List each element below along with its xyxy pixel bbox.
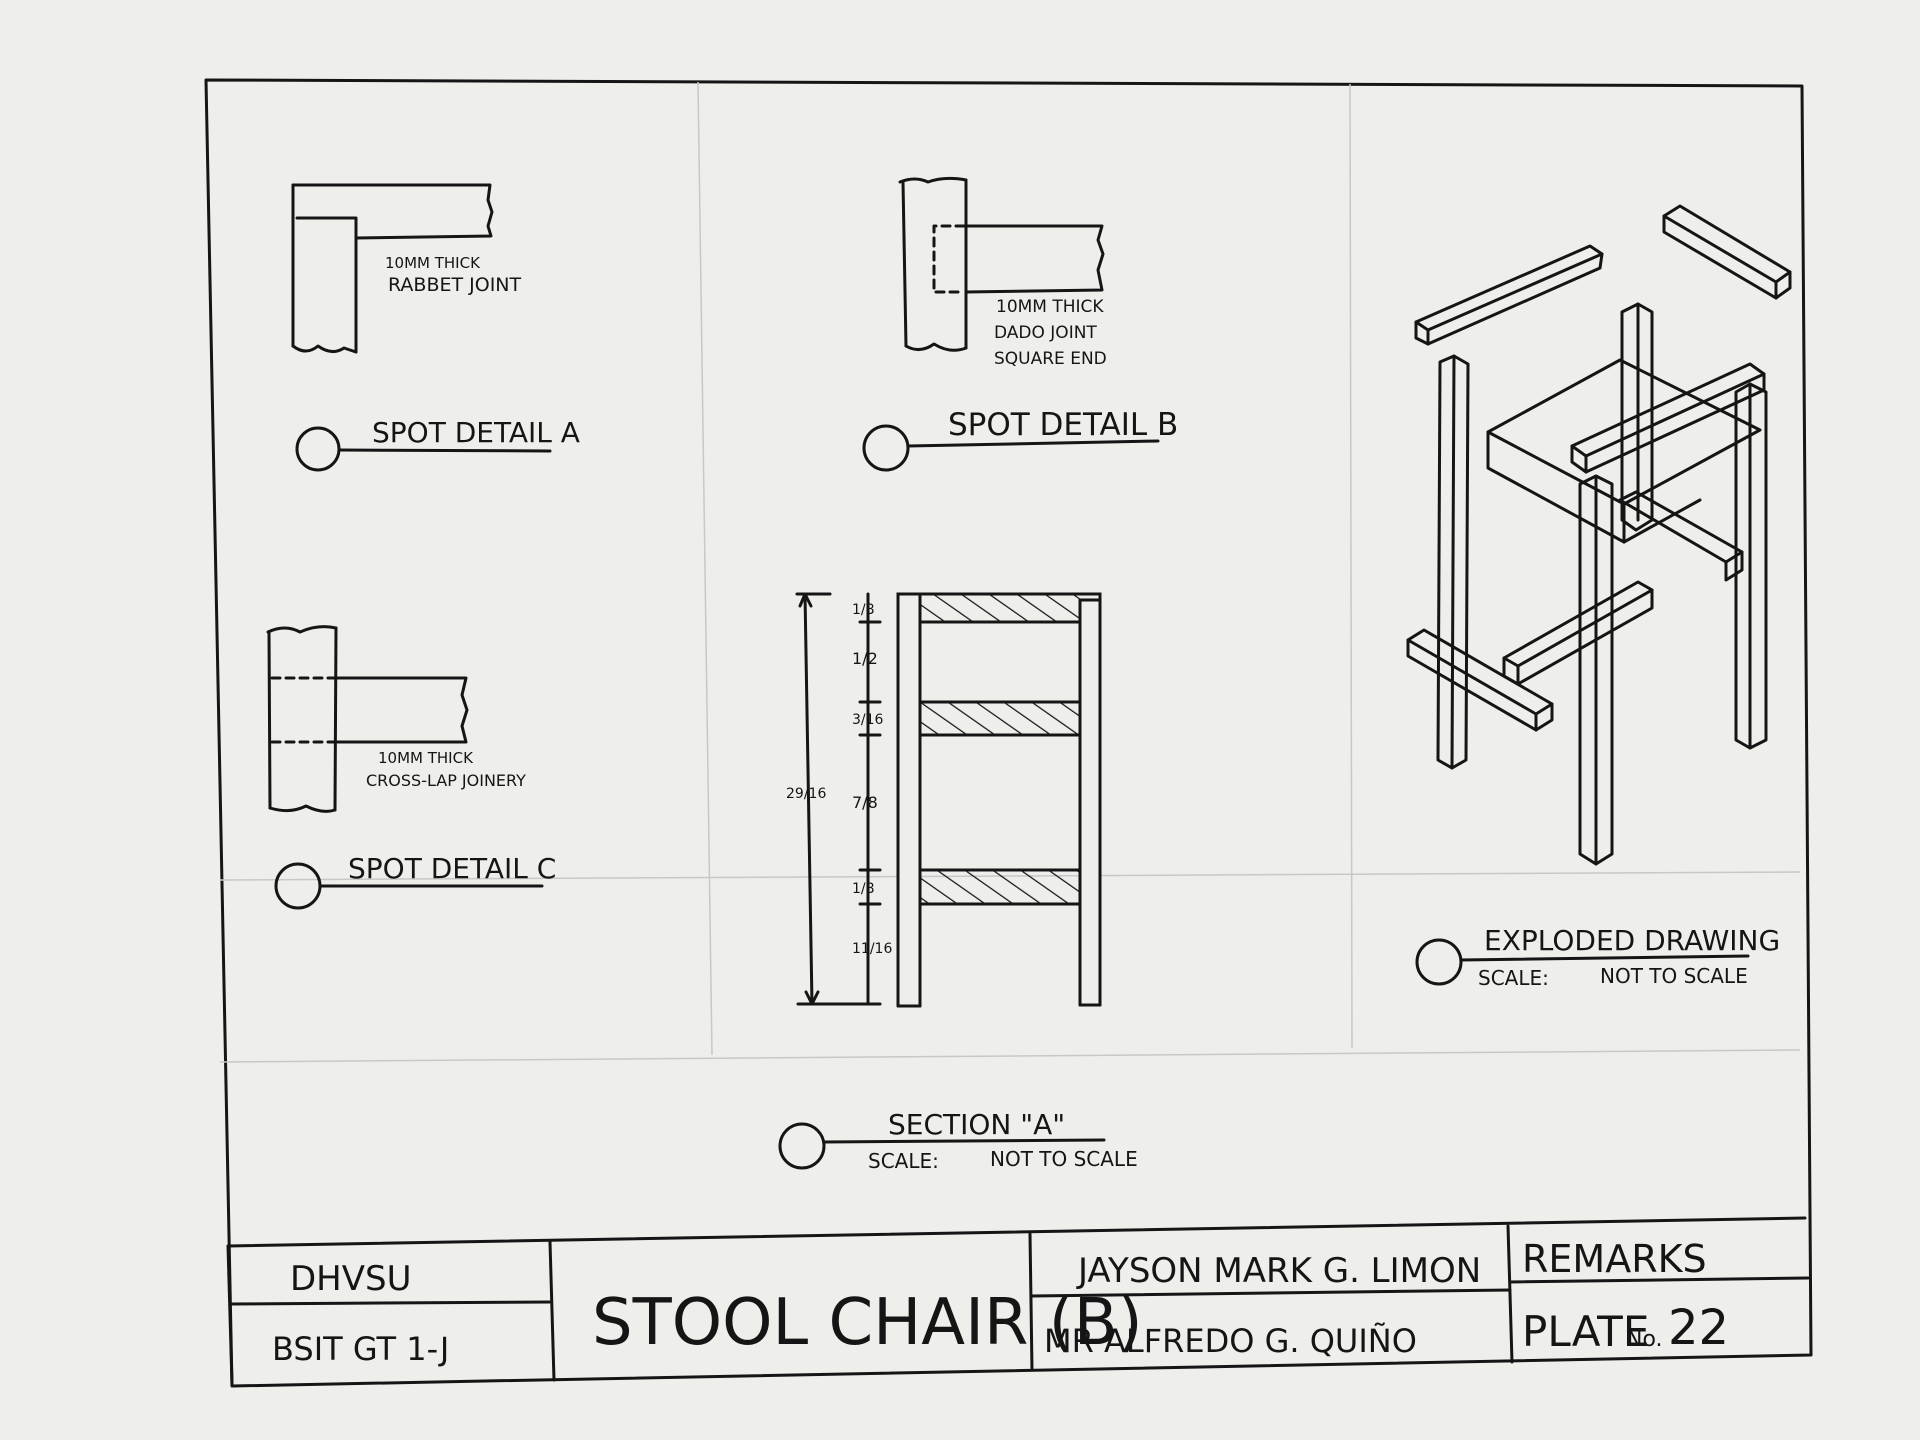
- exploded-label-line: [1459, 954, 1750, 962]
- section-a-dim-3: 3/16: [852, 712, 884, 728]
- detail-c-label: SPOT DETAIL C: [348, 852, 556, 885]
- detail-c-note-1: 10MM THICK: [378, 749, 474, 767]
- exploded-scale-value: NOT TO SCALE: [1600, 964, 1748, 988]
- section-a-dim-4: 7/8: [852, 793, 878, 812]
- title-block-grid: [226, 1216, 1810, 1386]
- plate-no-label: No.: [1626, 1327, 1663, 1352]
- rabbet-joint-sketch: [291, 183, 494, 354]
- sheet-border: [204, 78, 1813, 1388]
- section-a-dim-5: 1/8: [852, 881, 875, 897]
- school-name: DHVSU: [290, 1259, 411, 1299]
- section-a: 1/8 1/2 3/16 7/8 1/8 11/16 29/16 SECTION…: [778, 592, 1138, 1173]
- detail-a-label: SPOT DETAIL A: [372, 416, 580, 449]
- detail-b-note-1: 10MM THICK: [996, 297, 1104, 317]
- dado-joint-sketch: [898, 176, 1105, 352]
- detail-c-note-2: CROSS-LAP JOINERY: [366, 771, 526, 790]
- section-a-dim-6: 11/16: [852, 941, 892, 957]
- detail-b-callout-circle: [862, 424, 910, 472]
- section-a-dim-2: 1/2: [852, 649, 878, 668]
- section-a-overall-dim: 29/16: [786, 786, 826, 802]
- section-a-legs-front: [896, 592, 1102, 1008]
- detail-b-label: SPOT DETAIL B: [948, 407, 1178, 443]
- section-a-hatched-parts: [896, 592, 1102, 906]
- exploded-label: EXPLODED DRAWING: [1484, 924, 1780, 957]
- section-a-scale-value: NOT TO SCALE: [990, 1147, 1138, 1171]
- exploded-scale-label: SCALE:: [1478, 966, 1549, 990]
- drawing-title: STOOL CHAIR (B): [592, 1286, 1143, 1360]
- student-name: JAYSON MARK G. LIMON: [1076, 1251, 1481, 1291]
- class-section: BSIT GT 1-J: [272, 1330, 449, 1368]
- detail-a-label-line: [337, 448, 552, 453]
- remarks-label: REMARKS: [1522, 1237, 1707, 1281]
- exploded-drawing: EXPLODED DRAWING SCALE: NOT TO SCALE: [1406, 204, 1792, 990]
- section-a-label: SECTION "A": [888, 1108, 1065, 1141]
- title-block: DHVSU BSIT GT 1-J STOOL CHAIR (B) JAYSON…: [226, 1216, 1810, 1386]
- detail-a-note-1: 10MM THICK: [385, 254, 481, 272]
- plate-number: 22: [1668, 1300, 1729, 1356]
- exploded-callout-circle: [1415, 938, 1463, 986]
- section-a-label-line: [822, 1138, 1106, 1144]
- spot-detail-b: 10MM THICK DADO JOINT SQUARE END SPOT DE…: [862, 176, 1178, 472]
- detail-b-note-2: DADO JOINT: [994, 323, 1097, 343]
- spot-detail-c: 10MM THICK CROSS-LAP JOINERY SPOT DETAIL…: [266, 625, 556, 910]
- plate-label: PLATE: [1522, 1307, 1649, 1356]
- instructor-name: MR ALFREDO G. QUIÑO: [1044, 1322, 1417, 1360]
- section-a-dimension-lines: [795, 592, 882, 1006]
- section-a-callout-circle: [778, 1122, 826, 1170]
- guide-lines: [219, 81, 1801, 1063]
- section-a-dim-1: 1/8: [852, 602, 875, 618]
- spot-detail-a: 10MM THICK RABBET JOINT SPOT DETAIL A: [291, 183, 580, 472]
- section-a-scale-label: SCALE:: [868, 1149, 939, 1173]
- detail-a-note-2: RABBET JOINT: [388, 274, 522, 296]
- exploded-stool-sketch: [1406, 204, 1792, 866]
- detail-b-note-3: SQUARE END: [994, 349, 1107, 369]
- cross-lap-sketch: [266, 625, 469, 813]
- detail-b-label-line: [906, 439, 1160, 448]
